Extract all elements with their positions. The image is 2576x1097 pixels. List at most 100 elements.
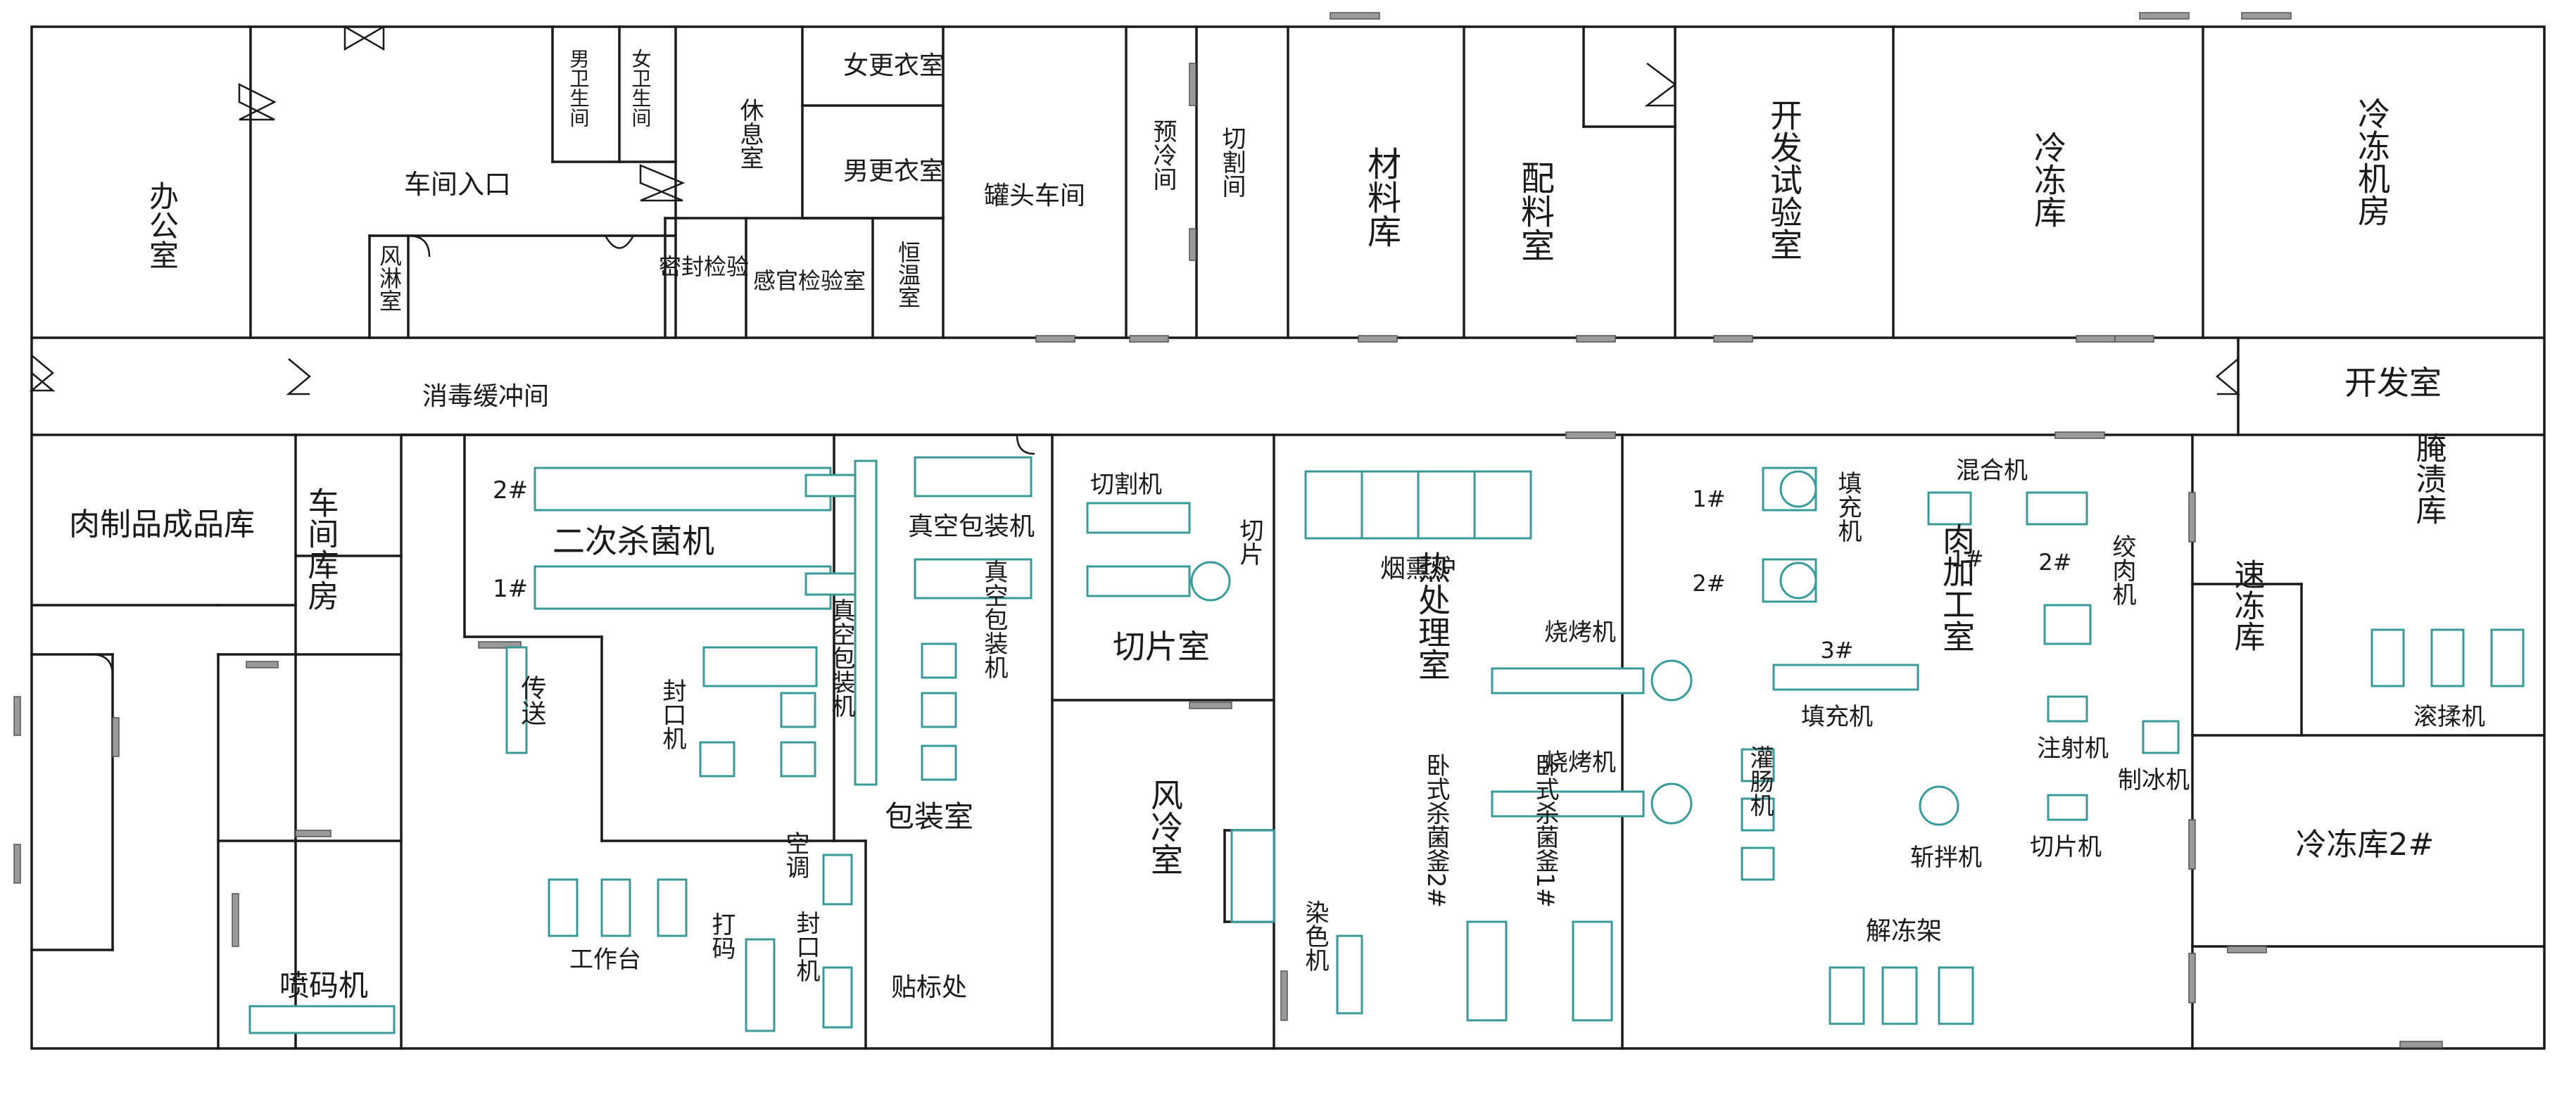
label-pre-cool: 预冷间 bbox=[1149, 119, 1177, 191]
oven-drum bbox=[1650, 782, 1693, 825]
door bbox=[1713, 335, 1753, 343]
label-ice-maker: 制冰机 bbox=[2118, 766, 2190, 794]
cutter-unit bbox=[1086, 502, 1191, 534]
label-sterilizer2: 二次杀菌机 bbox=[553, 522, 714, 560]
sterilizer-1-unit bbox=[533, 565, 832, 610]
tumbler-unit bbox=[2490, 628, 2525, 687]
label-dev-lab: 开发试验室 bbox=[1765, 99, 1803, 260]
casing-unit bbox=[1741, 797, 1775, 832]
equipment bbox=[248, 456, 2525, 1034]
kettle-unit bbox=[1572, 920, 1613, 1022]
label-num-1c: 1# bbox=[1950, 545, 1983, 572]
door bbox=[1280, 970, 1288, 1021]
label-num-2: 2# bbox=[493, 476, 528, 505]
equipment-box bbox=[780, 741, 816, 778]
door bbox=[295, 830, 332, 837]
door bbox=[1576, 335, 1616, 343]
slicer-unit bbox=[2047, 794, 2088, 821]
door-swing bbox=[408, 234, 431, 258]
door bbox=[1330, 12, 1380, 20]
vacuum-packer bbox=[702, 646, 818, 687]
workbench-unit bbox=[548, 878, 579, 937]
label-womens-change: 女更衣室 bbox=[843, 51, 945, 80]
label-pickling: 腌渍库 bbox=[2411, 432, 2446, 525]
label-slicer: 切片机 bbox=[2030, 833, 2102, 861]
door bbox=[2139, 12, 2190, 20]
door bbox=[1189, 228, 1197, 261]
label-mixer: 混合机 bbox=[1956, 457, 2028, 485]
door-swing bbox=[604, 235, 635, 249]
air-cooling-unit bbox=[1230, 829, 1275, 923]
label-sterilizer-kettle-2: 卧式杀菌釜2# bbox=[1422, 753, 1450, 908]
tumbler-unit bbox=[2370, 628, 2405, 687]
label-num-2c: 2# bbox=[2038, 549, 2071, 576]
door-swing bbox=[91, 653, 114, 676]
oven-drum bbox=[1650, 659, 1693, 702]
label-finished-store: 肉制品成品库 bbox=[69, 507, 255, 543]
label-sealer-1: 封口机 bbox=[658, 678, 686, 750]
tumbler-unit bbox=[2430, 628, 2465, 687]
label-vac-pack-3: 真空包装机 bbox=[980, 559, 1008, 679]
kettle-unit bbox=[1466, 920, 1508, 1022]
label-air-shower: 风淋室 bbox=[376, 244, 403, 312]
label-refrig-room: 冷冻机房 bbox=[2353, 97, 2391, 227]
air-conditioner bbox=[822, 854, 853, 906]
label-injector: 注射机 bbox=[2037, 735, 2109, 763]
oven-unit bbox=[1491, 667, 1645, 695]
label-sealer-2: 封口机 bbox=[792, 911, 820, 982]
label-sensory-test: 感官检验室 bbox=[753, 267, 866, 294]
door bbox=[1189, 63, 1197, 106]
label-seal-test: 密封检验 bbox=[659, 253, 749, 280]
filler-unit bbox=[1772, 664, 1919, 691]
door bbox=[13, 696, 21, 736]
workbench-unit bbox=[600, 878, 631, 937]
label-slice: 切片 bbox=[1235, 518, 1263, 566]
door-swing bbox=[343, 25, 385, 51]
door-swing bbox=[1644, 63, 1677, 107]
door bbox=[13, 844, 21, 884]
label-heat-room: 热处理室 bbox=[1413, 551, 1451, 680]
door bbox=[2399, 1041, 2443, 1048]
inkjet-unit bbox=[248, 1005, 396, 1034]
door-swing bbox=[29, 355, 56, 392]
label-workshop-store: 车间库房 bbox=[303, 487, 339, 611]
thaw-rack-unit bbox=[1829, 966, 1865, 1025]
slicer-wheel bbox=[1190, 561, 1231, 602]
door bbox=[2188, 819, 2196, 870]
dicer-unit bbox=[1919, 785, 1959, 826]
door bbox=[1189, 702, 1232, 709]
thaw-rack-unit bbox=[1881, 966, 1918, 1025]
label-filler: 填充机 bbox=[1833, 471, 1862, 543]
equipment-box bbox=[699, 741, 735, 778]
label-batching: 配料室 bbox=[1515, 160, 1554, 262]
door bbox=[1035, 335, 1075, 343]
label-quick-freeze: 速冻库 bbox=[2229, 559, 2265, 652]
door bbox=[2241, 12, 2292, 20]
filler-drum bbox=[1779, 470, 1817, 508]
doors bbox=[13, 12, 2443, 1048]
injector-unit bbox=[2047, 695, 2088, 723]
door-swing bbox=[238, 82, 277, 121]
slicer-unit bbox=[1086, 565, 1191, 597]
equipment-box bbox=[921, 692, 957, 728]
label-mens-wc: 男卫生间 bbox=[567, 49, 591, 127]
label-mens-change: 男更衣室 bbox=[843, 157, 945, 186]
label-oven-1: 烧烤机 bbox=[1544, 619, 1616, 647]
door-swing bbox=[286, 358, 311, 395]
label-grinder: 绞肉机 bbox=[2108, 534, 2136, 606]
label-packing-room: 包装室 bbox=[885, 799, 973, 834]
label-womens-wc: 女卫生间 bbox=[629, 49, 652, 127]
conveyor-unit bbox=[505, 646, 528, 754]
casing-unit bbox=[1741, 846, 1775, 881]
door bbox=[2114, 335, 2154, 343]
door-swing bbox=[1016, 434, 1035, 455]
door bbox=[246, 661, 279, 668]
door bbox=[112, 717, 120, 757]
label-num-2b: 2# bbox=[1692, 570, 1725, 597]
door bbox=[2227, 946, 2267, 953]
label-can-head: 罐头车间 bbox=[984, 182, 1085, 210]
conveyor-stub bbox=[804, 474, 857, 497]
label-slicing-room: 切片室 bbox=[1113, 628, 1210, 666]
equipment-box bbox=[921, 744, 957, 781]
door bbox=[2188, 953, 2196, 1003]
